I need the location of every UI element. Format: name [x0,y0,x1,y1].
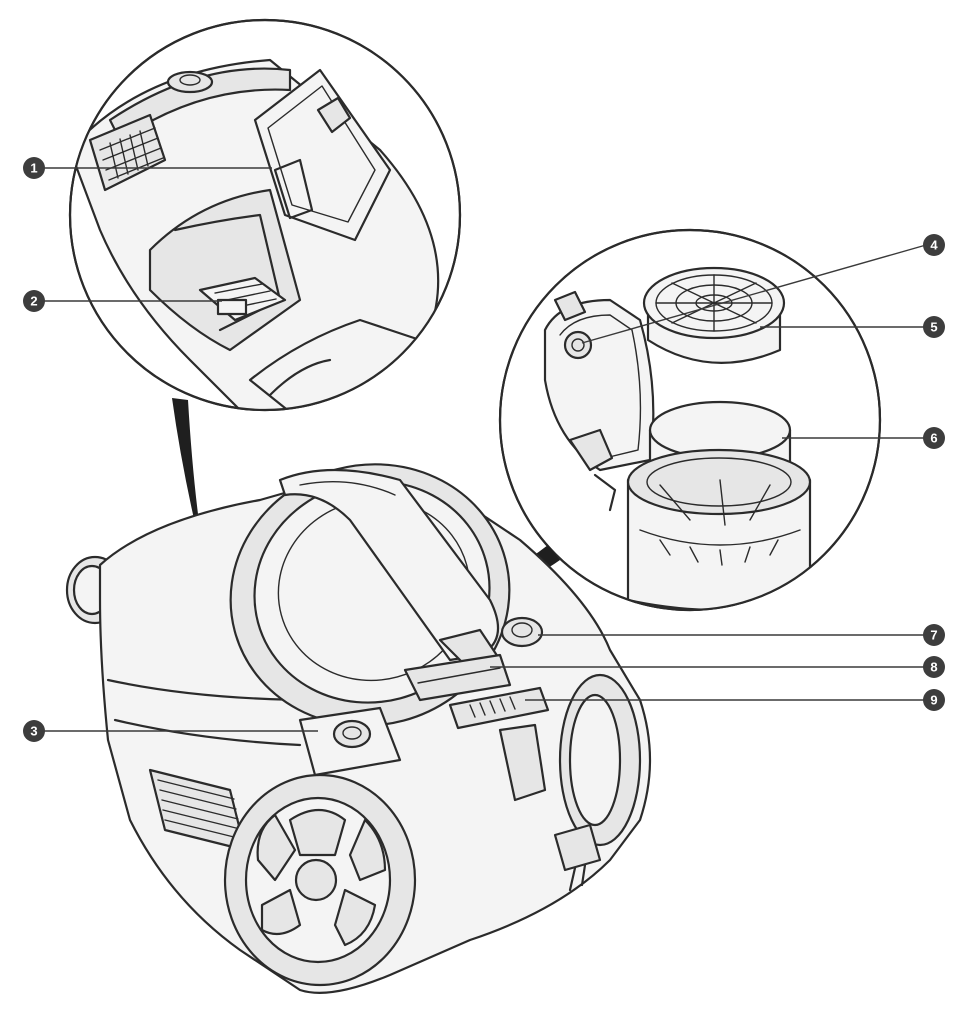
side-exhaust-vent [148,768,247,852]
power-cord-plug [553,823,602,892]
svg-text:5: 5 [930,320,937,335]
callout-8: 8 [923,656,945,678]
svg-text:9: 9 [930,693,937,708]
suction-power-slider[interactable] [448,686,550,730]
compartment-lid-open [253,68,392,242]
callout-7: 7 [923,624,945,646]
leader-lines [44,167,927,732]
dust-container-housing [626,448,812,610]
detail-inset-brush-compartment [68,18,462,412]
callout-9: 9 [923,689,945,711]
outlet-filter-grid [642,266,786,364]
cord-rewind-button[interactable] [298,706,402,777]
svg-text:6: 6 [930,431,937,446]
svg-text:4: 4 [930,238,938,253]
svg-text:3: 3 [30,724,37,739]
leader-line-4 [581,244,927,344]
callout-1: 1 [23,157,45,179]
brush-compartment-illustration [70,58,440,410]
callout-6: 6 [923,427,945,449]
callout-4: 4 [923,234,945,256]
detail-inset-filter-assembly [498,228,882,612]
svg-text:8: 8 [930,660,937,675]
brush-holder-tray [198,276,287,322]
svg-text:7: 7 [930,628,937,643]
rear-wheel [223,773,417,987]
power-button[interactable] [500,616,544,648]
filter-lid-open [543,290,655,472]
svg-text:2: 2 [30,294,37,309]
filter-assembly-illustration [543,266,812,610]
intake-grille [88,113,167,192]
callout-3: 3 [23,720,45,742]
callout-2: 2 [23,290,45,312]
callout-5: 5 [923,316,945,338]
svg-text:1: 1 [30,161,37,176]
lid-release-latch [403,653,512,702]
